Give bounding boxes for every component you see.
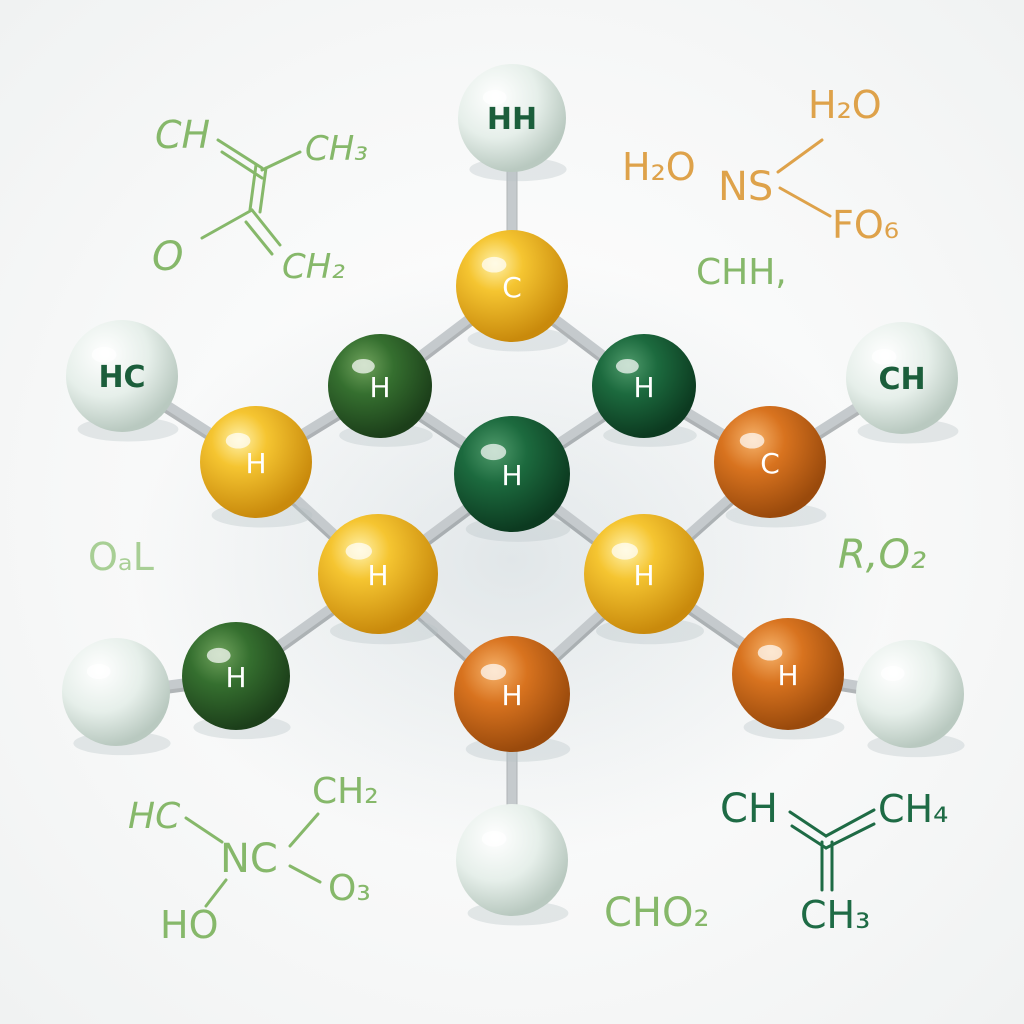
atom-white-right xyxy=(856,640,965,758)
atom-sphere xyxy=(856,640,964,748)
formula-o3: O₃ xyxy=(328,868,371,909)
atom-sphere xyxy=(318,514,438,634)
formula-nc: NC xyxy=(220,836,278,882)
formula-r2o2: R,O₂ xyxy=(838,532,926,578)
atom-top-c: C xyxy=(456,230,569,352)
formula-h2o-left: H₂O xyxy=(622,145,696,189)
atom-label: HC xyxy=(98,360,145,395)
atom-label: H xyxy=(501,679,522,712)
atom-highlight xyxy=(739,432,765,449)
atom-sphere xyxy=(584,514,704,634)
formula-group-top-right: H₂O H₂O NS FO₆ CHH, xyxy=(622,83,899,293)
atom-highlight xyxy=(611,542,638,560)
atom-highlight xyxy=(225,432,251,449)
formula-ch-bottom-right: CH xyxy=(720,786,778,832)
atom-label: HH xyxy=(487,102,537,137)
atom-highlight xyxy=(482,89,507,106)
formula-ch: CH xyxy=(155,113,210,157)
atom-hc-left: HC xyxy=(66,320,179,442)
atom-h-green-bl: H xyxy=(182,622,291,740)
atom-highlight xyxy=(481,830,507,847)
formula-o: O xyxy=(152,234,183,280)
formula-h2o-upper: H₂O xyxy=(808,83,882,127)
atom-sphere xyxy=(454,416,570,532)
atom-c-orange-r: C xyxy=(714,406,827,528)
atom-highlight xyxy=(481,256,507,273)
atom-highlight xyxy=(206,647,231,664)
atom-sphere xyxy=(732,618,844,730)
formula-ch3-bottom-right: CH₃ xyxy=(800,893,870,937)
formula-fo6: FO₆ xyxy=(832,203,899,247)
formula-ho: HO xyxy=(160,903,218,947)
atom-highlight xyxy=(91,346,117,363)
atom-label: C xyxy=(502,271,522,304)
atom-highlight xyxy=(757,644,783,661)
atom-sphere xyxy=(456,230,568,342)
atom-label: H xyxy=(633,371,654,404)
atom-highlight xyxy=(880,665,905,682)
atom-h-center: H xyxy=(454,416,571,542)
formula-ch2: CH₂ xyxy=(282,247,345,287)
atom-label: H xyxy=(777,659,798,692)
atom-highlight xyxy=(480,663,507,681)
atom-highlight xyxy=(345,542,372,560)
atom-sphere xyxy=(62,638,170,746)
atom-h-orange-br: H xyxy=(732,618,845,740)
formula-bonds-bottom-right xyxy=(788,808,876,892)
atom-label: H xyxy=(633,559,654,592)
atom-h-yellow-cr: H xyxy=(584,514,704,645)
atom-sphere xyxy=(200,406,312,518)
atom-highlight xyxy=(871,348,897,365)
atom-sphere xyxy=(456,804,568,916)
formula-ns: NS xyxy=(718,164,773,210)
formula-group-bottom-left: HC CH₂ NC O₃ HO xyxy=(128,771,379,947)
atom-sphere xyxy=(66,320,178,432)
formula-bonds-bottom-left xyxy=(184,812,322,908)
formula-cho2: CHO₂ xyxy=(604,890,710,936)
atom-label: H xyxy=(369,371,390,404)
atom-sphere xyxy=(328,334,432,438)
atom-sphere xyxy=(458,64,566,172)
atom-label: H xyxy=(245,447,266,480)
atom-sphere xyxy=(714,406,826,518)
atom-white-bottom xyxy=(456,804,569,926)
formula-bonds-top-right xyxy=(776,138,832,218)
atom-h-green-tr: H xyxy=(592,334,697,447)
atom-label: H xyxy=(367,559,388,592)
formula-ch2-bottom: CH₂ xyxy=(312,771,379,812)
atom-sphere xyxy=(846,322,958,434)
atom-top-hh: HH xyxy=(458,64,567,182)
atom-sphere xyxy=(454,636,570,752)
atom-h-orange-b: H xyxy=(454,636,571,762)
formula-oal: OₐL xyxy=(88,535,154,579)
formula-group-top-left: CH CH₃ O CH₂ xyxy=(152,113,368,287)
atom-h-green-tl: H xyxy=(328,334,433,447)
atom-label: H xyxy=(501,459,522,492)
molecule-shadow xyxy=(132,260,892,860)
atom-highlight xyxy=(615,358,639,374)
formula-bonds-top-left xyxy=(200,138,302,256)
atom-label: H xyxy=(225,661,246,694)
formula-hc: HC xyxy=(128,796,181,837)
atom-highlight xyxy=(480,443,507,461)
atom-sphere xyxy=(592,334,696,438)
formula-chh: CHH, xyxy=(696,252,787,293)
formula-group-bottom-right: CH CH₄ CH₃ xyxy=(720,786,948,937)
atom-white-left xyxy=(62,638,171,756)
formula-ch3: CH₃ xyxy=(305,129,368,169)
atom-ch-right: CH xyxy=(846,322,959,444)
atom-label: C xyxy=(760,447,780,480)
atom-label: CH xyxy=(878,362,925,397)
atom-h-yellow-l: H xyxy=(200,406,313,528)
atom-sphere xyxy=(182,622,290,730)
atom-highlight xyxy=(351,358,375,374)
atom-highlight xyxy=(86,663,111,680)
atom-h-yellow-cl: H xyxy=(318,514,438,645)
formula-ch4: CH₄ xyxy=(878,787,948,831)
